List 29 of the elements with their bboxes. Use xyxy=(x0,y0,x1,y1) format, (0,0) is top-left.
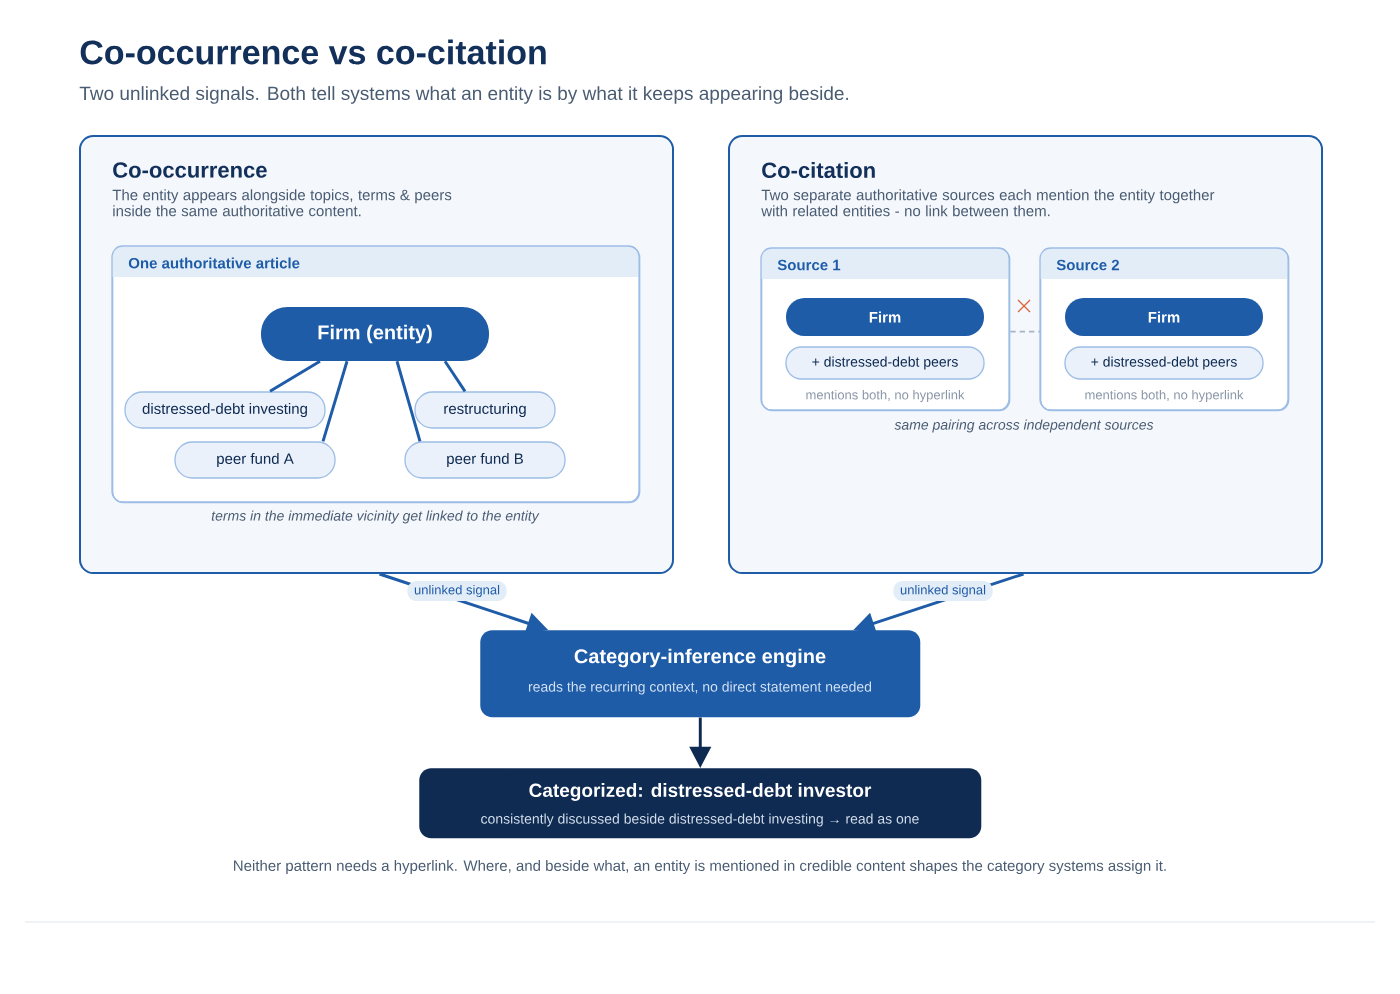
connector xyxy=(443,360,467,393)
panel-description: Two separate authoritative sources each mention the entity together with related entities - no link between them. xyxy=(761,189,1215,217)
entity-pill: Firm xyxy=(786,298,984,336)
entity-pill: Firm xyxy=(1065,298,1263,336)
term-pill: + distressed-debt peers xyxy=(1064,346,1264,380)
panel-note: same pairing across independent sources xyxy=(894,419,1154,433)
connector xyxy=(1009,330,1041,333)
title: Co-occurrence vs co-citation xyxy=(80,39,546,65)
result-box: Categorized: distressed-debt investor consistently discussed beside distressed-debt investing → read as one xyxy=(419,768,982,839)
edge-label: unlinked signal xyxy=(893,581,993,601)
panel-note: terms in the immediate vicinity get linked to the entity xyxy=(211,510,540,524)
caption: Neither pattern needs a hyperlink. Where, and beside what, an entity is mentioned in credible content shapes the category systems assign it. xyxy=(234,860,1166,874)
subtitle: Two unlinked signals. Both tell systems what an entity is by what it keeps appearing beside. xyxy=(79,86,849,104)
connector xyxy=(395,360,422,442)
panel-heading: Co-citation xyxy=(762,161,875,179)
term-pill: + distressed-debt peers xyxy=(785,346,985,380)
edge-label: unlinked signal xyxy=(407,581,507,601)
connector xyxy=(269,360,321,393)
panel-description: The entity appears alongside topics, terms & peers inside the same authoritative content. xyxy=(112,189,452,217)
box-note: mentions both, no hyperlink xyxy=(806,389,965,403)
connector xyxy=(321,360,349,442)
term-pill: peer fund B xyxy=(404,441,566,479)
term-pill: restructuring xyxy=(414,391,556,429)
entity-pill: Firm (entity) xyxy=(261,307,489,361)
term-pill: distressed-debt investing xyxy=(124,391,326,429)
panel-heading: Co-occurrence xyxy=(113,162,267,178)
box-note: mentions both, no hyperlink xyxy=(1085,389,1244,403)
term-pill: peer fund A xyxy=(174,441,336,479)
result-box: Category-inference engine reads the recurring context, no direct statement needed xyxy=(480,630,921,718)
